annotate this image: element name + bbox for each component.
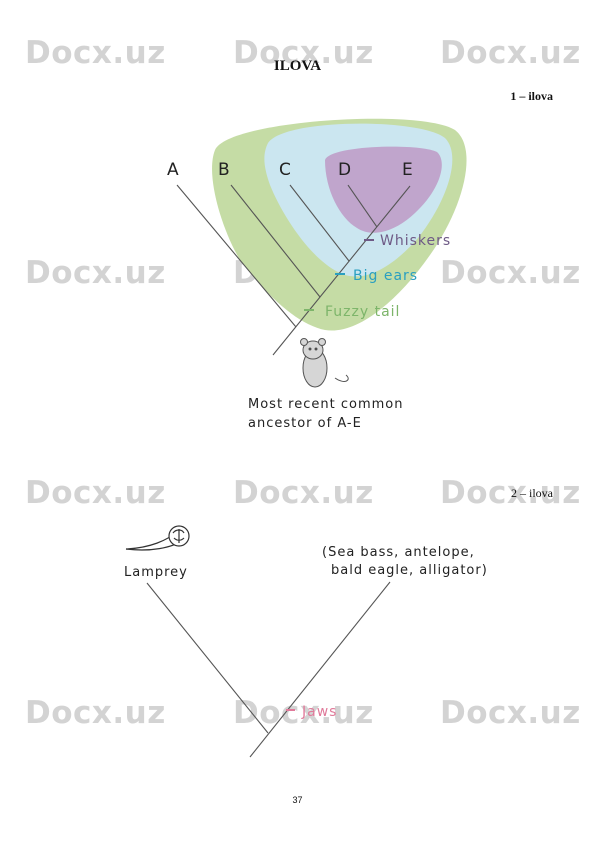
ancestor-caption-line1: Most recent common — [248, 397, 403, 412]
branch-b — [230, 184, 321, 298]
watermark: Docx.uz — [25, 35, 166, 71]
lamprey-label: Lamprey — [124, 565, 188, 580]
branch-d — [347, 184, 378, 228]
branch-a — [176, 184, 297, 328]
trait-fuzzy-tail: Fuzzy tail — [325, 304, 400, 320]
page-title: ILOVA — [273, 58, 322, 74]
lamprey-icon — [125, 525, 190, 551]
taxon-label: B — [218, 160, 230, 180]
right-taxa-line2: bald eagle, alligator) — [331, 563, 488, 578]
page-number: 37 — [292, 795, 303, 805]
watermark: Docx.uz — [233, 695, 374, 731]
watermark: Docx.uz — [440, 35, 581, 71]
appendix-2-label: 2 – ilova — [511, 486, 553, 500]
taxon-label: C — [279, 160, 291, 180]
trait-big-ears: Big ears — [353, 268, 418, 284]
watermark: Docx.uz — [440, 695, 581, 731]
ancestor-animal-icon — [300, 338, 349, 388]
branch-c — [289, 184, 350, 262]
taxon-label: D — [338, 160, 351, 180]
watermark: Docx.uz — [233, 475, 374, 511]
ancestor-caption-line2: ancestor of A-E — [248, 416, 362, 431]
trait-whiskers: Whiskers — [380, 233, 451, 249]
jawed-branch — [249, 581, 391, 758]
watermark: Docx.uz — [440, 475, 581, 511]
watermark: Docx.uz — [25, 475, 166, 511]
right-taxa-line1: (Sea bass, antelope, — [322, 545, 475, 560]
taxon-label: A — [167, 160, 179, 180]
watermark: Docx.uz — [233, 35, 374, 71]
lamprey-branch — [146, 582, 269, 734]
trait-jaws: Jaws — [301, 704, 337, 720]
watermark: Docx.uz — [25, 255, 166, 291]
taxon-label: E — [402, 160, 413, 180]
watermark: Docx.uz — [25, 695, 166, 731]
watermark: Docx.uz — [440, 255, 581, 291]
appendix-1-label: 1 – ilova — [510, 89, 553, 103]
whiskers-clade — [325, 146, 442, 233]
